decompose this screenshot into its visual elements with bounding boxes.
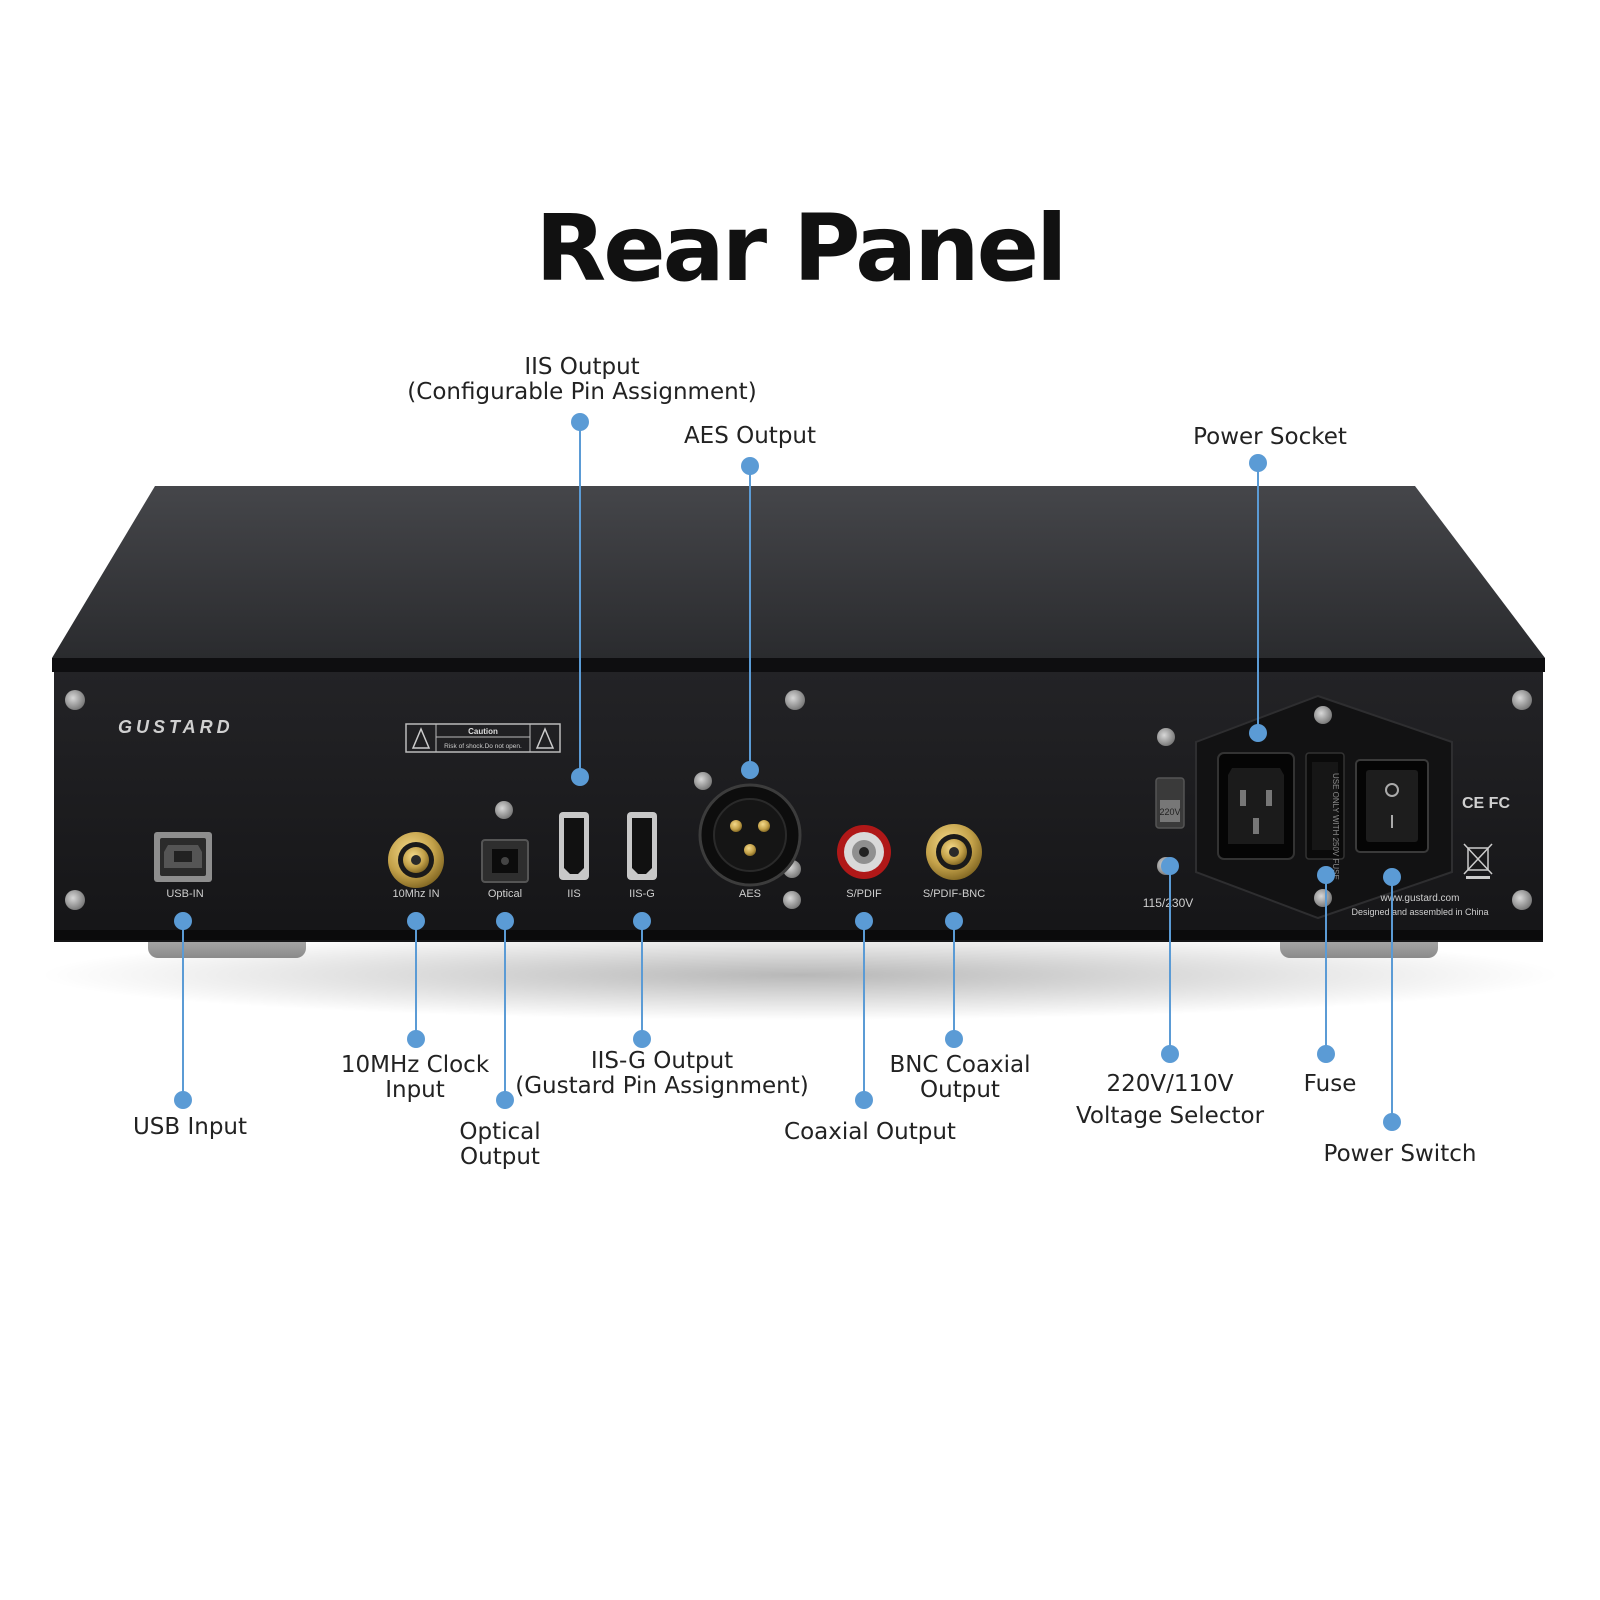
leader-clock-input xyxy=(407,912,425,1048)
callout-dot xyxy=(1383,868,1401,886)
iec-power-socket[interactable] xyxy=(1217,752,1295,860)
page-title: Rear Panel xyxy=(535,195,1067,302)
caution-text: Risk of shock.Do not open. xyxy=(444,743,522,750)
leader-usb-input xyxy=(174,912,192,1109)
spdif-bnc-connector[interactable] xyxy=(926,824,982,880)
power-rocker-switch[interactable] xyxy=(1355,759,1429,853)
callout-dot xyxy=(1317,1045,1335,1063)
leader-voltage-selector xyxy=(1161,857,1179,1063)
leader-power-socket xyxy=(1249,454,1267,742)
chassis-top xyxy=(52,486,1545,658)
callout-coaxial-output: Coaxial Output xyxy=(784,1119,956,1145)
callout-iisg-output: IIS-G Output(Gustard Pin Assignment) xyxy=(515,1048,809,1099)
plate-screw-bottom xyxy=(1314,889,1332,907)
fuse-holder[interactable] xyxy=(1305,752,1345,860)
leader-fuse xyxy=(1317,866,1335,1063)
aes-xlr-connector[interactable] xyxy=(698,783,802,887)
usb-port-label: USB-IN xyxy=(166,888,203,900)
callout-dot xyxy=(1161,1045,1179,1063)
callout-dot xyxy=(407,1030,425,1048)
callout-dot xyxy=(1249,454,1267,472)
callout-dot xyxy=(407,912,425,930)
callout-dot xyxy=(496,1091,514,1109)
leader-aes-output xyxy=(741,457,759,779)
callout-aes-output: AES Output xyxy=(683,423,817,449)
voltage-selector-switch[interactable] xyxy=(1155,777,1185,829)
leader-coaxial-output xyxy=(855,912,873,1109)
iisg-port-label: IIS-G xyxy=(629,888,655,900)
caution-label: Caution Risk of shock.Do not open. xyxy=(405,723,561,753)
cert-marks: CE FC xyxy=(1462,795,1510,812)
plate-screw-top xyxy=(1314,706,1332,724)
callout-dot xyxy=(855,1091,873,1109)
caution-title: Caution xyxy=(468,727,498,736)
leader-iis-output xyxy=(571,413,589,786)
callout-dot xyxy=(571,768,589,786)
clock-port-label: 10Mhz IN xyxy=(392,888,439,900)
callout-dot xyxy=(741,457,759,475)
usb-b-port[interactable] xyxy=(154,832,212,882)
iis-hdmi-port[interactable] xyxy=(559,812,589,880)
callout-leaders xyxy=(174,413,1401,1131)
brand-logo: GUSTARD xyxy=(118,717,234,737)
floor-shadow xyxy=(40,930,1560,1020)
iis-port-label: IIS xyxy=(567,888,580,900)
callout-power-switch: Power Switch xyxy=(1323,1141,1477,1167)
aes-port-label: AES xyxy=(739,888,761,900)
callout-dot xyxy=(945,912,963,930)
clock-bnc-connector[interactable] xyxy=(388,832,444,888)
leader-power-switch xyxy=(1383,868,1401,1131)
callout-dot xyxy=(633,912,651,930)
optical-toslink-port[interactable] xyxy=(481,839,529,883)
voltage-switch-text: 220V xyxy=(1159,807,1180,817)
callout-dot xyxy=(1383,1113,1401,1131)
callout-dot xyxy=(496,912,514,930)
callout-dot xyxy=(633,1030,651,1048)
callout-power-socket: Power Socket xyxy=(1193,424,1347,450)
callout-dot xyxy=(741,761,759,779)
optical-port-label: Optical xyxy=(488,888,522,900)
callout-dot xyxy=(1249,724,1267,742)
leader-bnc-output xyxy=(945,912,963,1048)
callout-usb-input: USB Input xyxy=(132,1114,248,1140)
callout-dot xyxy=(1161,857,1179,875)
leader-optical-output xyxy=(496,912,514,1109)
callout-dot xyxy=(174,1091,192,1109)
callout-dot xyxy=(174,912,192,930)
iisg-hdmi-port[interactable] xyxy=(627,812,657,880)
fuse-text: USE ONLY WITH 250V FUSE xyxy=(1331,773,1340,880)
spdif-port-label: S/PDIF xyxy=(846,888,882,900)
origin-text: Designed and assembled in China xyxy=(1351,907,1488,917)
chassis-lid-edge xyxy=(52,658,1545,672)
website-text: www.gustard.com xyxy=(1380,893,1460,904)
callout-iis-output: IIS Output(Configurable Pin Assignment) xyxy=(407,354,757,405)
spdif-rca-connector[interactable] xyxy=(837,825,891,879)
leader-iisg-output xyxy=(633,912,651,1048)
callout-dot xyxy=(855,912,873,930)
callout-dot xyxy=(571,413,589,431)
panel-screws xyxy=(65,690,1532,910)
weee-bin-icon xyxy=(1463,843,1493,879)
chassis-bottom-edge xyxy=(54,930,1543,940)
callout-dot xyxy=(1317,866,1335,884)
voltage-label: 115/230V xyxy=(1143,896,1194,910)
callout-dot xyxy=(945,1030,963,1048)
spdif-bnc-port-label: S/PDIF-BNC xyxy=(923,888,985,900)
callout-fuse: Fuse xyxy=(1303,1071,1357,1097)
